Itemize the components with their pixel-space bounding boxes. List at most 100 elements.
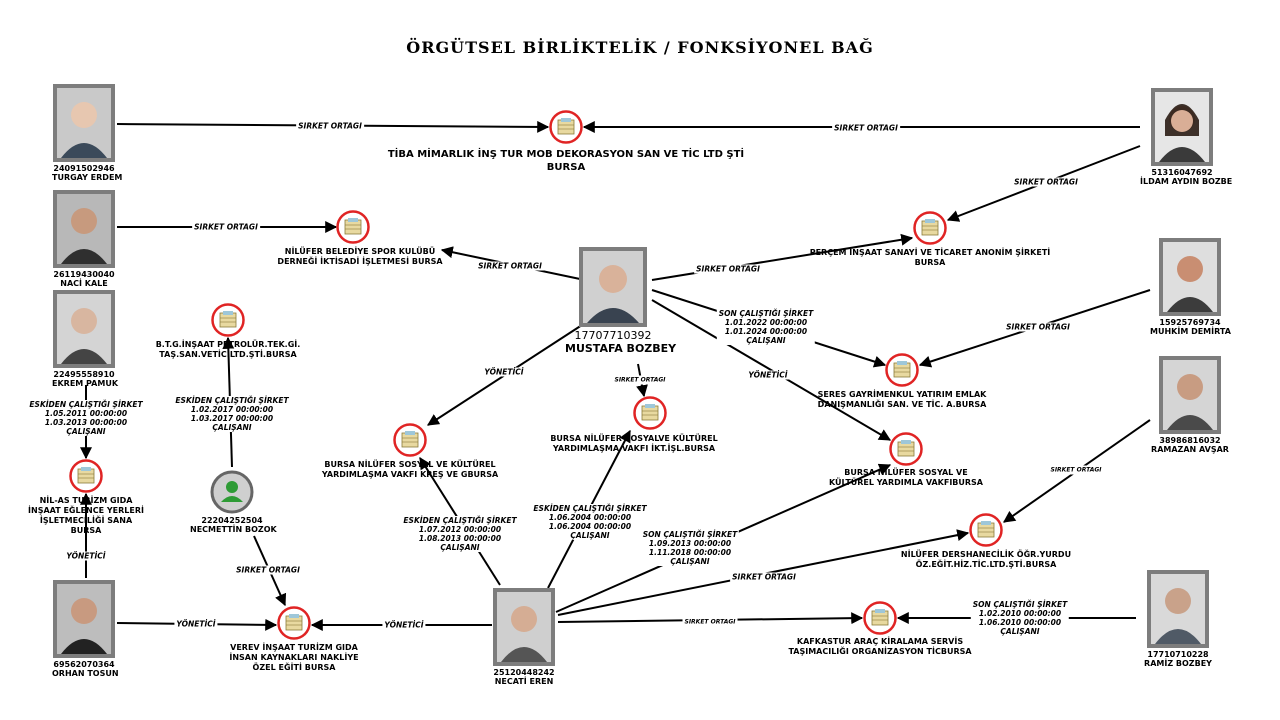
edge-label: YÖNETİCİ — [482, 367, 526, 377]
edge-label-line: ÇALIŞANI — [66, 427, 106, 436]
company-node-nilufer-spor[interactable] — [336, 210, 370, 244]
company-node-kafkastur[interactable] — [863, 601, 897, 635]
company-label-line: TAŞ.SAN.VETİC.LTD.ŞTİ.BURSA — [159, 350, 297, 359]
edge-label-line: ÇALIŞANI — [670, 557, 710, 566]
person-id: 22495558910 — [53, 370, 115, 379]
company-label-line: NİL-AS TURİZM GIDA — [39, 496, 133, 505]
company-label-line: YARDIMLAŞMA VAKFI KREŞ VE GBURSA — [321, 470, 499, 479]
person-photo — [1159, 356, 1221, 434]
edge-label-line: ÇALIŞANI — [746, 336, 786, 345]
person-ekrem-pamuk[interactable]: 22495558910 EKREM PAMUK — [52, 290, 118, 388]
company-label-line: DERNEĞİ İKTİSADİ İŞLETMESİ BURSA — [277, 257, 443, 266]
company-icon — [863, 601, 897, 635]
person-name: NACİ KALE — [60, 279, 108, 288]
person-photo — [1151, 88, 1213, 166]
company-node-kres[interactable] — [393, 423, 427, 457]
person-photo — [1147, 570, 1209, 648]
company-node-vakif[interactable] — [889, 432, 923, 466]
company-node-btg[interactable] — [211, 303, 245, 337]
edge-mustafa-vakif — [651, 299, 892, 441]
company-node-iktisat[interactable] — [633, 396, 667, 430]
company-icon — [336, 210, 370, 244]
company-label-line: BURSA — [70, 526, 102, 535]
company-label-line: KAFKASTUR ARAÇ KİRALAMA SERVİS — [796, 637, 964, 646]
edge-label-line: ÇALIŞANI — [570, 531, 610, 540]
person-name: RAMİZ BOZBEY — [1144, 659, 1212, 668]
person-name: RAMAZAN AVŞAR — [1151, 445, 1229, 454]
person-photo — [53, 84, 115, 162]
edge-label-line: 1.03.2017 00:00:00 — [190, 414, 274, 423]
person-ramazan-avsar[interactable]: 38986816032 RAMAZAN AVŞAR — [1148, 356, 1232, 454]
person-muhkim-demirtas[interactable]: 15925769734 MUHKİM DEMİRTA — [1150, 238, 1231, 336]
edge-label: YÖNETİCİ — [382, 620, 426, 630]
person-name: MUSTAFA BOZBEY — [565, 342, 677, 355]
company-node-dershane[interactable] — [969, 513, 1003, 547]
company-label-line: ÖZ.EĞİT.HİZ.TİC.LTD.ŞTİ.BURSA — [915, 560, 1057, 569]
company-node-verev[interactable] — [277, 606, 311, 640]
edge-label: SIRKET ORTAGI — [682, 617, 738, 627]
person-turgay-erdem[interactable]: 24091502946 TURGAY ERDEM — [52, 84, 122, 182]
company-label-line: BURSA — [914, 258, 946, 267]
edge-label-line: SON ÇALIŞTIĞI ŞİRKET — [972, 600, 1068, 609]
company-label-line: BURSA — [546, 162, 586, 173]
edge-label: SIRKET ORTAGI — [730, 572, 798, 582]
person-id: 25120448242 — [493, 668, 555, 677]
person-ramiz-bozbey[interactable]: 17710710228 RAMİZ BOZBEY — [1136, 570, 1220, 668]
company-node-percem[interactable] — [913, 211, 947, 245]
edge-label-line: ÇALIŞANI — [440, 543, 480, 552]
person-orhan-tosun[interactable]: 69562070364 ORHAN TOSUN — [52, 580, 119, 678]
company-icon — [885, 353, 919, 387]
company-label-line: İŞLETMECİLİĞİ SANA — [39, 516, 133, 525]
company-label: PERÇEM İNŞAAT SANAYİ VE TİCARET ANONİM Ş… — [810, 248, 1051, 268]
person-name: NECMETTİN BOZOK — [190, 525, 277, 534]
person-necmettin-bozok[interactable]: 22204252504 NECMETTİN BOZOK — [190, 470, 277, 534]
person-id: 17710710228 — [1147, 650, 1209, 659]
person-id: 15925769734 — [1159, 318, 1221, 327]
company-label-line: BURSA NİLÜFER SOSYAL VE — [844, 468, 968, 477]
edge-label-line: 1.03.2013 00:00:00 — [44, 418, 128, 427]
person-id: 17707710392 — [574, 329, 652, 342]
company-node-tiba[interactable] — [549, 110, 583, 144]
company-label-line: SERES GAYRİMENKUL YATIRIM EMLAK — [817, 390, 987, 399]
company-icon — [211, 303, 245, 337]
person-id: 24091502946 — [53, 164, 115, 173]
person-necati-eren[interactable]: 25120448242 NECATİ EREN — [492, 588, 556, 686]
person-ildam-aydin-bozbey[interactable]: 51316047692 İLDAM AYDIN BOZBE — [1140, 88, 1232, 186]
person-naci-kale[interactable]: 26119430040 NACİ KALE — [52, 190, 116, 288]
company-label-line: VEREV İNŞAAT TURİZM GIDA — [230, 643, 358, 652]
edge-label-line: 1.06.2004 00:00:00 — [548, 522, 632, 531]
person-id: 69562070364 — [53, 660, 115, 669]
person-photo — [579, 247, 647, 327]
person-photo — [1159, 238, 1221, 316]
edge-label: SIRKET ORTAGI — [192, 222, 260, 232]
company-node-seres[interactable] — [885, 353, 919, 387]
person-mustafa-bozbey[interactable]: 17707710392 MUSTAFA BOZBEY — [565, 247, 677, 355]
edge-label-line: ESKİDEN ÇALIŞTIĞI ŞİRKET — [533, 504, 647, 513]
edge-label: SIRKET ORTAGI — [694, 264, 762, 274]
person-name: ORHAN TOSUN — [52, 669, 119, 678]
company-node-nilas[interactable] — [69, 459, 103, 493]
diagram-title: ÖRGÜTSEL BİRLİKTELİK / FONKSİYONEL BAĞ — [406, 38, 874, 57]
company-label-line: NİLÜFER DERSHANECİLİK ÖĞR.YURDU — [900, 550, 1072, 559]
person-photo — [53, 190, 115, 268]
company-label: TİBA MİMARLIK İNŞ TUR MOB DEKORASYON SAN… — [388, 148, 744, 174]
edge-label-line: 1.02.2010 00:00:00 — [978, 609, 1062, 618]
company-label-line: PERÇEM İNŞAAT SANAYİ VE TİCARET ANONİM Ş… — [809, 248, 1051, 257]
company-label-line: BURSA NİLÜFER SOSYAL VE KÜLTÜREL — [324, 460, 496, 469]
person-name: MUHKİM DEMİRTA — [1150, 327, 1231, 336]
person-id: 51316047692 — [1151, 168, 1213, 177]
edge-label: SIRKET ORTAGI — [832, 123, 900, 133]
company-icon — [393, 423, 427, 457]
edge-label: SIRKET ORTAGI — [1048, 465, 1104, 475]
company-icon — [969, 513, 1003, 547]
